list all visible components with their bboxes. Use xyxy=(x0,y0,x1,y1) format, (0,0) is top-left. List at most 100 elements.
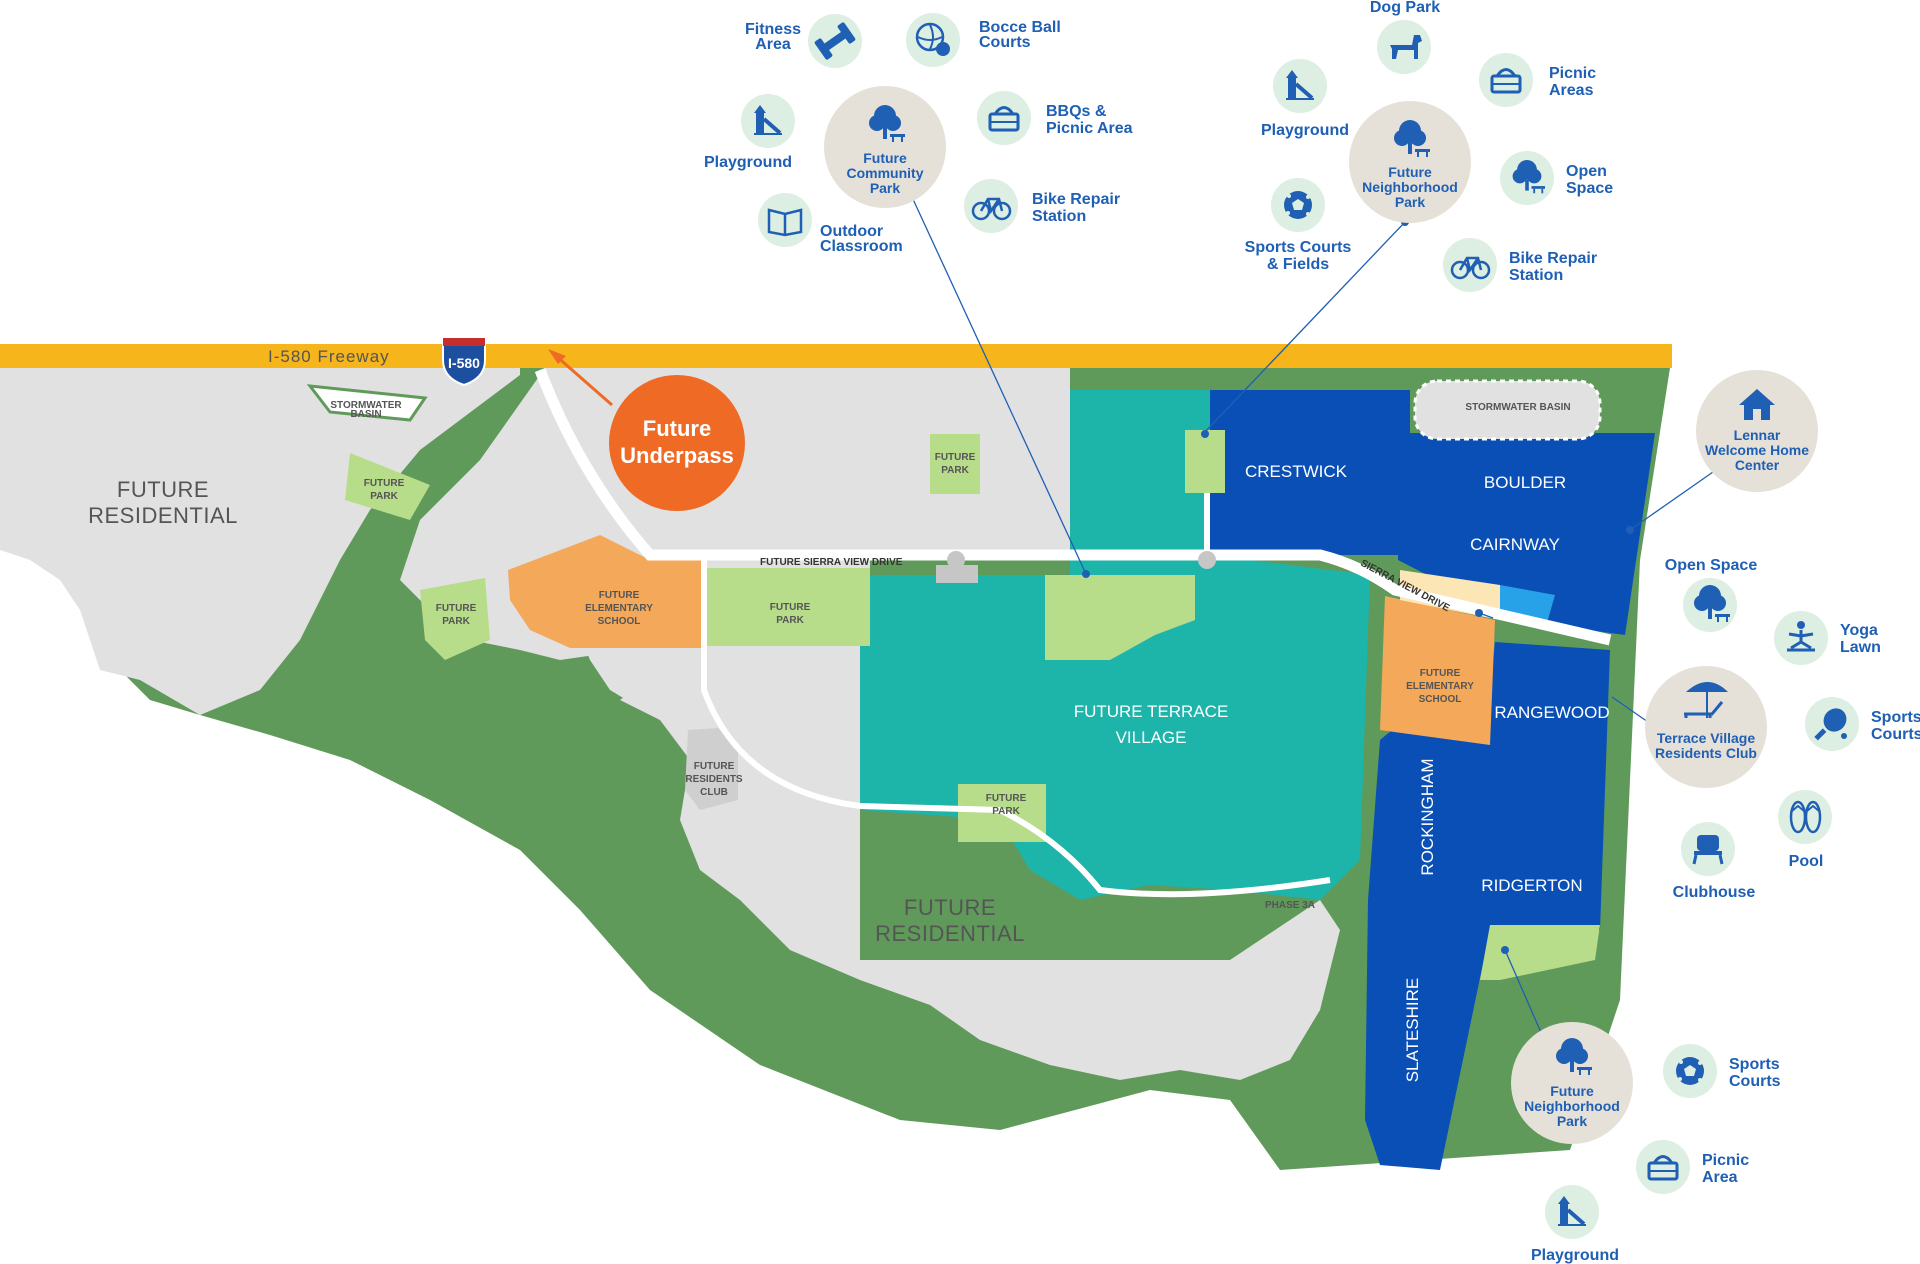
svg-text:Pool: Pool xyxy=(1789,853,1824,870)
svg-text:Open: Open xyxy=(1566,163,1607,180)
svg-text:Sports Courts: Sports Courts xyxy=(1245,239,1352,256)
svg-text:Sports: Sports xyxy=(1729,1056,1780,1073)
amenity-sports-courts-sp[interactable]: Sports Courts xyxy=(1663,1044,1781,1098)
svg-text:Future: Future xyxy=(1388,164,1432,180)
svg-text:Courts: Courts xyxy=(1871,726,1920,743)
svg-text:Playground: Playground xyxy=(1531,1247,1619,1264)
stormwater-basin-west xyxy=(306,384,428,422)
amenity-bbqs-picnic-area[interactable]: BBQs & Picnic Area xyxy=(977,91,1133,145)
svg-text:Courts: Courts xyxy=(979,34,1031,51)
shield-label: I-580 xyxy=(448,355,480,371)
freeway-label: I-580 Freeway xyxy=(268,347,390,366)
slateshire-label: SLATESHIRE xyxy=(1403,978,1422,1083)
amenity-bocce-ball-courts[interactable]: Bocce Ball Courts xyxy=(906,13,1061,67)
svg-text:Center: Center xyxy=(1735,457,1780,473)
future-sierra-view-label: FUTURE SIERRA VIEW DRIVE xyxy=(760,557,903,568)
svg-text:FUTURE: FUTURE xyxy=(364,478,405,489)
amenity-playground-cp[interactable]: Playground xyxy=(704,94,795,171)
phase-label: PHASE 3A xyxy=(1265,900,1315,911)
future-underpass-marker xyxy=(609,375,745,511)
road-node-2 xyxy=(1198,551,1216,569)
future-residents-club-area xyxy=(685,728,738,810)
amenity-playground-np[interactable]: Playground xyxy=(1261,59,1349,139)
svg-text:Park: Park xyxy=(870,180,901,196)
hub-terrace-village-residents-club[interactable]: Terrace Village Residents Club xyxy=(1645,666,1767,788)
amenity-sports-courts-fields[interactable]: Sports Courts & Fields xyxy=(1245,178,1352,273)
svg-text:SCHOOL: SCHOOL xyxy=(1419,694,1462,705)
svg-text:Classroom: Classroom xyxy=(820,238,903,255)
svg-text:ELEMENTARY: ELEMENTARY xyxy=(1406,681,1474,692)
school-west-label: FUTURE ELEMENTARY SCHOOL xyxy=(585,590,653,627)
svg-text:Residents Club: Residents Club xyxy=(1655,745,1757,761)
hub-lennar-welcome-home-center[interactable]: Lennar Welcome Home Center xyxy=(1696,370,1818,492)
amenity-playground-sp[interactable]: Playground xyxy=(1531,1185,1619,1264)
amenity-clubhouse[interactable]: Clubhouse xyxy=(1673,822,1756,901)
underpass-line2: Underpass xyxy=(620,443,734,468)
svg-text:Neighborhood: Neighborhood xyxy=(1524,1098,1620,1114)
svg-text:Lennar: Lennar xyxy=(1734,427,1781,443)
future-park-west-1 xyxy=(345,453,430,520)
amenity-bike-repair-station-cp[interactable]: Bike Repair Station xyxy=(964,179,1120,233)
svg-text:Station: Station xyxy=(1509,267,1563,284)
future-park-center xyxy=(705,568,870,646)
rockingham-label: ROCKINGHAM xyxy=(1418,758,1437,875)
future-residential-south-label-1: FUTURE xyxy=(904,895,996,920)
amenity-picnic-areas[interactable]: Picnic Areas xyxy=(1479,53,1596,107)
svg-text:PARK: PARK xyxy=(776,615,804,626)
svg-text:Dog Park: Dog Park xyxy=(1370,0,1440,16)
hub-future-neighborhood-park-north[interactable]: Future Neighborhood Park xyxy=(1349,101,1471,223)
svg-text:CLUB: CLUB xyxy=(700,787,728,798)
hub-future-neighborhood-park-south[interactable]: Future Neighborhood Park xyxy=(1511,1022,1633,1144)
svg-text:Future: Future xyxy=(1550,1083,1594,1099)
park-label-west-2: FUTURE PARK xyxy=(436,603,477,627)
amenity-open-space-tv[interactable]: Open Space xyxy=(1665,557,1758,632)
svg-text:BBQs &: BBQs & xyxy=(1046,103,1107,120)
amenity-outdoor-classroom[interactable]: Outdoor Classroom xyxy=(758,193,903,255)
amenity-open-space-np[interactable]: Open Space xyxy=(1500,151,1613,205)
slateshire-park xyxy=(1480,925,1600,980)
future-residential-west-area xyxy=(0,368,520,715)
svg-text:Playground: Playground xyxy=(704,154,792,171)
svg-text:FUTURE: FUTURE xyxy=(436,603,477,614)
svg-text:Picnic: Picnic xyxy=(1702,1152,1749,1169)
ridgerton-label: RIDGERTON xyxy=(1481,876,1582,895)
crestwick-park xyxy=(1185,430,1225,493)
soccer-ball-icon xyxy=(1676,1057,1704,1085)
svg-text:PARK: PARK xyxy=(941,465,969,476)
future-elementary-school-east xyxy=(1380,596,1495,745)
svg-text:Terrace Village: Terrace Village xyxy=(1657,730,1756,746)
amenity-sports-courts-tv[interactable]: Sports Courts xyxy=(1805,697,1920,751)
hub-future-community-park[interactable]: Future Community Park xyxy=(824,86,946,208)
school-east-label: FUTURE ELEMENTARY SCHOOL xyxy=(1406,668,1474,705)
future-park-north xyxy=(930,434,980,494)
amenity-bike-repair-station-np[interactable]: Bike Repair Station xyxy=(1443,238,1597,292)
svg-text:Sports: Sports xyxy=(1871,709,1920,726)
svg-text:Picnic: Picnic xyxy=(1549,65,1596,82)
residents-club-label: FUTURE RESIDENTS CLUB xyxy=(685,761,743,798)
cairnway-label: CAIRNWAY xyxy=(1470,535,1560,554)
svg-text:Station: Station xyxy=(1032,208,1086,225)
amenity-yoga-lawn[interactable]: Yoga Lawn xyxy=(1774,611,1881,665)
soccer-ball-icon xyxy=(1284,191,1312,219)
svg-text:Areas: Areas xyxy=(1549,82,1594,99)
amenity-dog-park[interactable]: Dog Park xyxy=(1370,0,1440,74)
future-sierra-view-drive-road xyxy=(534,368,1612,646)
svg-text:Courts: Courts xyxy=(1729,1073,1781,1090)
amenity-pool[interactable]: Pool xyxy=(1778,790,1832,870)
terrace-village-label-1: FUTURE TERRACE xyxy=(1074,702,1229,721)
amenity-picnic-area-sp[interactable]: Picnic Area xyxy=(1636,1140,1749,1194)
svg-text:Picnic Area: Picnic Area xyxy=(1046,120,1133,137)
svg-text:Bocce Ball: Bocce Ball xyxy=(979,19,1061,36)
svg-text:Yoga: Yoga xyxy=(1840,622,1878,639)
svg-text:FUTURE: FUTURE xyxy=(1420,668,1461,679)
svg-text:Fitness: Fitness xyxy=(745,21,801,38)
amenity-fitness-area[interactable]: Fitness Area xyxy=(745,14,862,68)
svg-text:Space: Space xyxy=(1566,180,1613,197)
svg-text:PARK: PARK xyxy=(992,806,1020,817)
i-580-shield-icon: I-580 xyxy=(442,337,486,387)
underpass-arrowhead xyxy=(548,349,566,364)
svg-text:PARK: PARK xyxy=(442,616,470,627)
